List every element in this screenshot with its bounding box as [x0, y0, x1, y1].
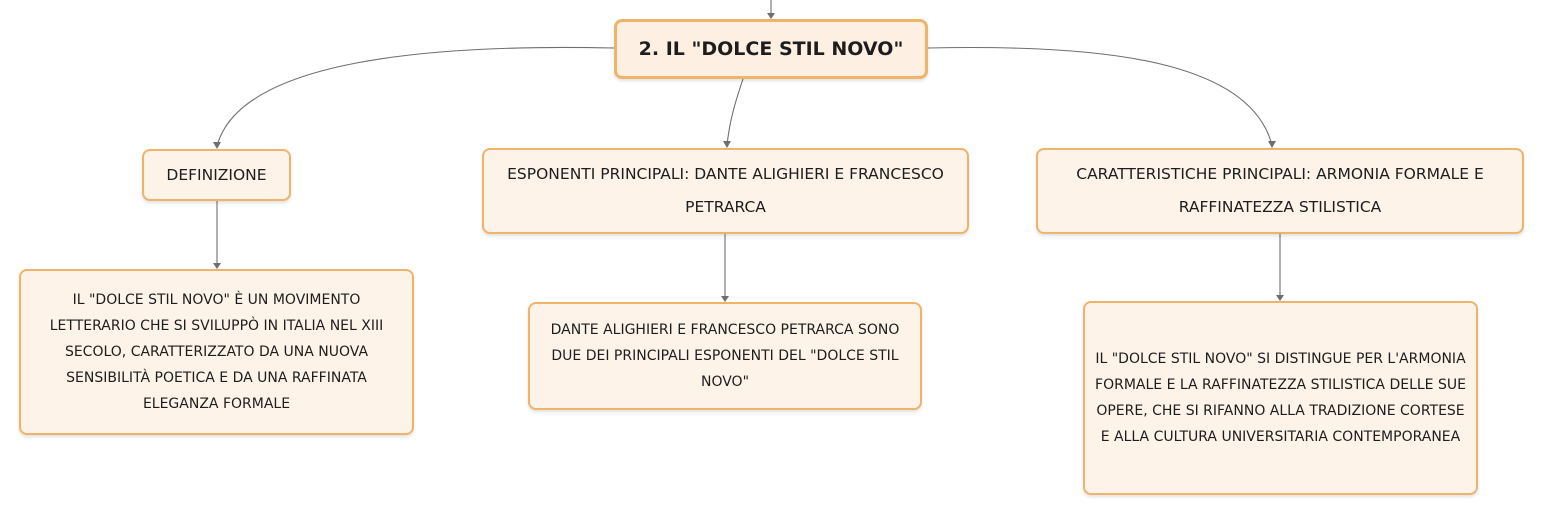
- connector-root-to-caratteristiche: [927, 46, 1273, 146]
- branch-node-label: DEFINIZIONE: [166, 165, 267, 184]
- branch-node-definizione[interactable]: DEFINIZIONE: [142, 149, 291, 201]
- connector-root-to-esponenti: [726, 78, 744, 146]
- connector-root-to-definizione: [216, 46, 615, 147]
- arrowhead: [723, 141, 731, 148]
- branch-node-esponenti[interactable]: ESPONENTI PRINCIPALI: DANTE ALIGHIERI E …: [482, 148, 969, 234]
- root-node-label: 2. IL "DOLCE STIL NOVO": [638, 38, 904, 60]
- detail-node-esponenti[interactable]: DANTE ALIGHIERI E FRANCESCO PETRARCA SON…: [528, 302, 922, 410]
- arrowhead: [1268, 141, 1276, 148]
- detail-node-text: DANTE ALIGHIERI E FRANCESCO PETRARCA SON…: [550, 322, 900, 390]
- detail-node-text: IL "DOLCE STIL NOVO" SI DISTINGUE PER L'…: [1095, 351, 1466, 445]
- branch-node-label: ESPONENTI PRINCIPALI: DANTE ALIGHIERI E …: [507, 165, 944, 216]
- detail-node-text: IL "DOLCE STIL NOVO" È UN MOVIMENTO LETT…: [49, 292, 384, 412]
- arrowhead: [213, 142, 221, 149]
- root-node[interactable]: 2. IL "DOLCE STIL NOVO": [614, 19, 928, 79]
- detail-node-caratteristiche[interactable]: IL "DOLCE STIL NOVO" SI DISTINGUE PER L'…: [1083, 301, 1478, 495]
- branch-node-caratteristiche[interactable]: CARATTERISTICHE PRINCIPALI: ARMONIA FORM…: [1036, 148, 1524, 234]
- branch-node-label: CARATTERISTICHE PRINCIPALI: ARMONIA FORM…: [1076, 165, 1484, 216]
- detail-node-definizione[interactable]: IL "DOLCE STIL NOVO" È UN MOVIMENTO LETT…: [19, 269, 414, 435]
